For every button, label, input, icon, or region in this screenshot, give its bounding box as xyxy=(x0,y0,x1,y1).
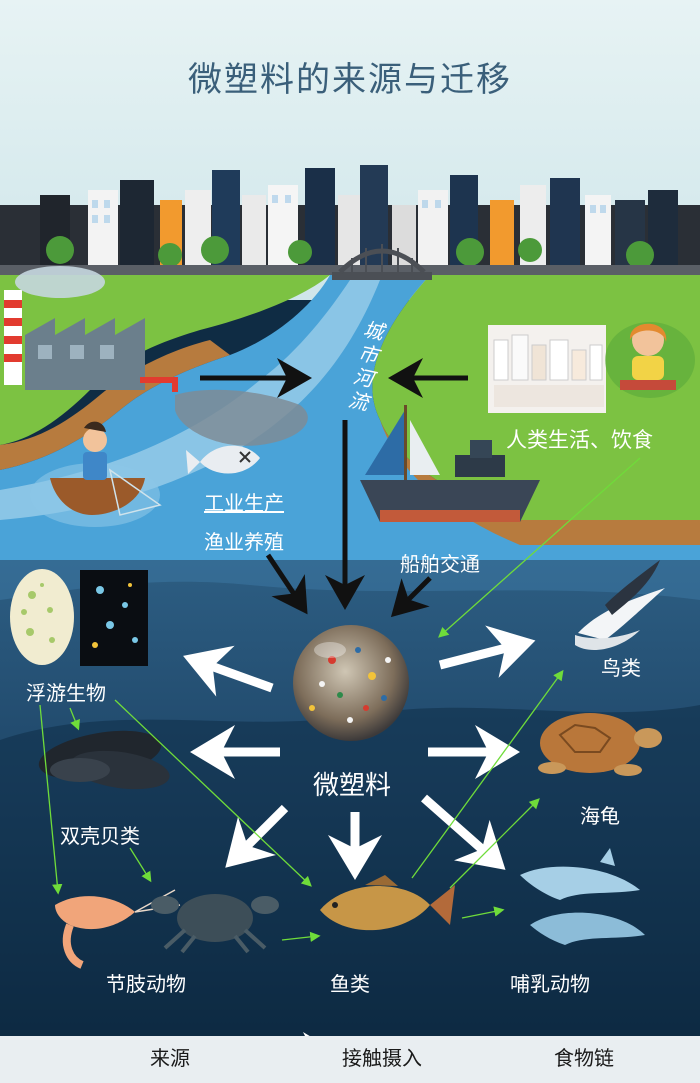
legend-food-chain-label: 食物链 xyxy=(554,1046,614,1070)
chain-plankton-to-fish xyxy=(114,699,312,887)
label-fish: 鱼类 xyxy=(330,972,370,996)
arrow-to-birds xyxy=(438,625,536,678)
plankton-icon xyxy=(10,569,148,666)
chain-human-to-ball xyxy=(438,457,641,638)
label-arthropods: 节肢动物 xyxy=(106,972,186,996)
label-plankton: 浮游生物 xyxy=(26,681,106,705)
fishing-boat-icon xyxy=(30,421,162,527)
pollution-plume xyxy=(175,389,308,446)
city-skyline xyxy=(0,165,700,275)
label-birds: 鸟类 xyxy=(601,656,641,680)
label-shipping: 船舶交通 xyxy=(400,552,480,576)
arrow-fishery-to-sea xyxy=(265,553,308,615)
household-products-icon xyxy=(488,325,606,413)
chain-plankton-to-shrimp xyxy=(39,704,63,895)
legend-contact-label: 接触摄入 xyxy=(342,1046,422,1070)
arrow-to-mammals xyxy=(421,794,506,870)
label-bivalves: 双壳贝类 xyxy=(60,824,140,848)
label-industry: 工业生产 xyxy=(204,491,284,515)
seagull-icon xyxy=(575,560,665,650)
label-microplastic: 微塑料 xyxy=(313,771,392,801)
source-arrows xyxy=(200,358,468,618)
ship-icon xyxy=(360,405,540,522)
arrow-to-plankton xyxy=(183,645,274,697)
food-chain-arrows xyxy=(39,457,641,943)
bridge xyxy=(332,244,432,280)
chain-fish-to-turtle xyxy=(449,798,540,889)
chain-crab-to-fish xyxy=(281,931,321,943)
turtle-icon xyxy=(538,713,662,776)
arrow-to-arthropods xyxy=(225,804,289,868)
label-fishery: 渔业养殖 xyxy=(204,530,284,554)
crab-icon xyxy=(151,894,279,954)
land-left xyxy=(0,275,330,445)
chain-bivalves-to-crab xyxy=(129,847,152,883)
bank-left xyxy=(0,340,230,470)
page-title: 微塑料的来源与迁移 xyxy=(188,60,512,100)
arrow-ship-to-sea xyxy=(390,576,432,618)
label-turtle: 海龟 xyxy=(580,804,620,828)
label-human-life: 人类生活、饮食 xyxy=(506,428,653,452)
legend-source-label: 来源 xyxy=(150,1046,190,1070)
woman-eating-icon xyxy=(605,322,695,398)
city-river xyxy=(0,275,700,560)
chain-fish-to-mammals xyxy=(461,906,505,919)
fish-icon xyxy=(186,445,260,474)
chain-fish-to-birds xyxy=(411,669,564,879)
factory-icon xyxy=(4,266,178,392)
label-mammals: 哺乳动物 xyxy=(510,972,590,996)
chain-plankton-to-bivalves xyxy=(69,707,80,731)
dolphins-icon xyxy=(520,848,645,945)
legend: 来源 接触摄入 食物链 xyxy=(0,1036,700,1083)
mussels-icon xyxy=(38,730,170,790)
microplastic-sphere xyxy=(293,625,409,741)
contact-arrows xyxy=(183,625,536,880)
carp-icon xyxy=(320,875,455,931)
